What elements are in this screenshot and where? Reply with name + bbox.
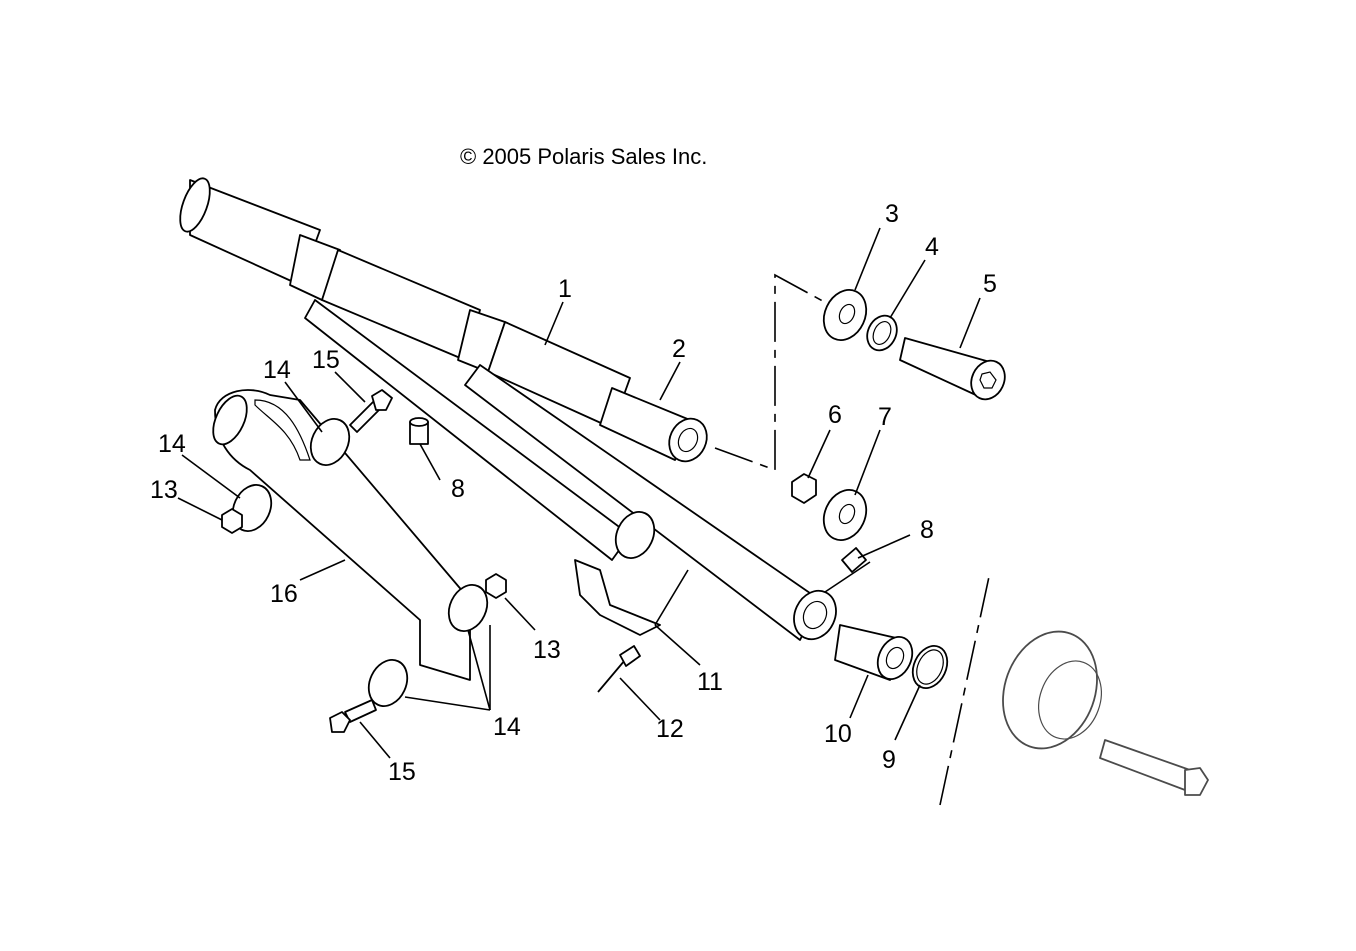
nut-part-6	[791, 473, 817, 504]
callout-9: 9	[882, 746, 896, 774]
washer-part-7	[822, 489, 868, 541]
bracket-part-11	[574, 559, 661, 636]
washer-part-3	[822, 289, 868, 341]
bolt-part-15	[329, 389, 393, 733]
bolt-part-5	[899, 337, 1006, 401]
nut-part-13	[221, 508, 507, 599]
callout-labels: 1 2 3 4 5 6 7 8 8 9 10 11 12 13 13 14 14…	[150, 200, 997, 786]
callout-13-left: 13	[150, 476, 178, 504]
callout-5: 5	[983, 270, 997, 298]
bushing-part-2	[599, 387, 708, 463]
callout-4: 4	[925, 233, 939, 261]
copyright-text: © 2005 Polaris Sales Inc.	[460, 144, 707, 169]
callout-8-lower: 8	[920, 516, 934, 544]
callout-1: 1	[558, 275, 572, 303]
callout-14-top: 14	[263, 356, 291, 384]
callout-16: 16	[270, 580, 298, 608]
leader-lines	[177, 227, 981, 759]
callout-11: 11	[697, 668, 723, 696]
axis-lines	[714, 273, 991, 806]
callout-3: 3	[885, 200, 899, 228]
callout-14-left: 14	[158, 430, 186, 458]
strut-part-16	[212, 389, 471, 681]
callout-10: 10	[824, 720, 852, 748]
ring-part-4	[866, 314, 898, 352]
callout-2: 2	[672, 335, 686, 363]
callout-15-bottom: 15	[388, 758, 416, 786]
o-ring-part-9	[911, 645, 949, 689]
callout-12: 12	[656, 715, 684, 743]
callout-8-upper: 8	[451, 475, 465, 503]
hub-assembly	[1002, 630, 1209, 796]
callout-15-top: 15	[312, 346, 340, 374]
callout-13-right: 13	[533, 636, 561, 664]
rivet-part-12	[597, 645, 641, 693]
callout-14-bottom: 14	[493, 713, 521, 741]
grease-fitting-part-8	[409, 417, 867, 573]
bushing-part-10	[834, 624, 914, 681]
callout-7: 7	[878, 403, 892, 431]
callout-6: 6	[828, 401, 842, 429]
a-arm-part-1	[179, 177, 837, 641]
